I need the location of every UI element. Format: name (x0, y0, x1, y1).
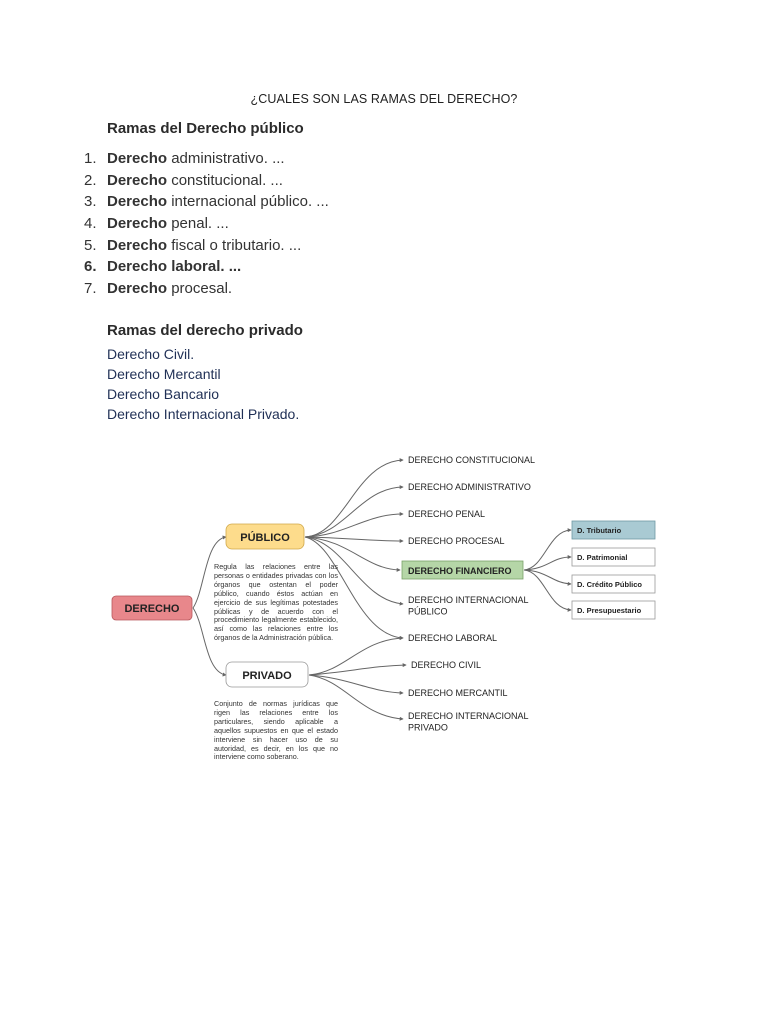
list-item: 5. Derecho fiscal o tributario. ... (84, 235, 329, 257)
item-number: 2. (84, 171, 97, 189)
branch-label: DERECHO ADMINISTRATIVO (408, 482, 531, 492)
item-number: 1. (84, 150, 97, 167)
branch-label: DERECHO LABORAL (408, 633, 497, 643)
item-text: procesal. (167, 280, 233, 298)
private-law-heading: Ramas del derecho privado (107, 322, 303, 339)
item-bold: Derecho (107, 280, 168, 298)
publico-description: Regula las relaciones entre las personas… (214, 562, 338, 643)
item-text: internacional público. ... (167, 193, 329, 211)
branch-label: DERECHO CIVIL (411, 660, 481, 670)
sub-branch-label: D. Presupuestario (577, 606, 642, 615)
law-branches-diagram: DERECHO PÚBLICO PRIVADO DERECHO CONSTITU… (111, 455, 656, 733)
branch-label: DERECHO MERCANTIL (408, 688, 508, 698)
list-item: Derecho Bancario (107, 386, 220, 402)
item-bold: Derecho (107, 215, 168, 233)
branch-label: DERECHO FINANCIERO (408, 566, 512, 576)
financiero-node (401, 560, 524, 580)
branch-label: DERECHO PROCESAL (408, 536, 505, 546)
item-text: fiscal o tributario. ... (167, 236, 302, 254)
branch-label: DERECHO INTERNACIONAL PÚBLICO (408, 595, 531, 617)
list-item: Derecho Civil. (107, 346, 195, 362)
branch-label: DERECHO PENAL (408, 509, 485, 519)
list-item: 4. Derecho penal. ... (84, 213, 329, 235)
connector-lines (192, 458, 572, 721)
branch-label: DERECHO CONSTITUCIONAL (408, 455, 535, 465)
item-number: 5. (84, 236, 97, 254)
privado-description: Conjunto de normas jurídicas que rigen l… (214, 699, 338, 762)
list-item: Derecho Internacional Privado. (107, 406, 300, 422)
item-text: administrativo. ... (167, 150, 285, 167)
branch-label: DERECHO INTERNACIONAL PRIVADO (408, 711, 531, 733)
item-bold: Derecho (107, 236, 168, 254)
list-item: 3. Derecho internacional público. ... (84, 191, 329, 213)
list-item: 6. Derecho laboral. ... (84, 256, 329, 278)
credito-publico-node (571, 574, 656, 594)
sub-branch-label: D. Patrimonial (577, 553, 627, 562)
item-bold: Derecho laboral. ... (107, 258, 242, 276)
item-text: constitucional. ... (167, 171, 283, 189)
root-label: DERECHO (124, 603, 179, 615)
item-bold: Derecho (107, 150, 168, 167)
publico-node (225, 523, 305, 550)
sub-branch-label: D. Tributario (577, 526, 622, 535)
list-item: 7. Derecho procesal. (84, 278, 329, 300)
item-bold: Derecho (107, 193, 168, 211)
public-law-list: 1. Derecho administrativo. ... 2. Derecho … (84, 148, 329, 300)
presupuestario-node (571, 600, 656, 620)
public-law-heading: Ramas del Derecho público (107, 120, 304, 137)
tributario-node (571, 520, 656, 540)
private-law-list: Derecho Civil. Derecho Mercantil Derecho… (107, 344, 299, 424)
patrimonial-node (571, 547, 656, 567)
item-text: penal. ... (167, 215, 229, 233)
item-number: 6. (84, 258, 97, 276)
page-title: ¿CUALES SON LAS RAMAS DEL DERECHO? (250, 92, 518, 106)
publico-label: PÚBLICO (240, 531, 290, 544)
list-item: Derecho Mercantil (107, 366, 221, 382)
item-bold: Derecho (107, 171, 168, 189)
item-number: 4. (84, 215, 97, 233)
root-node (111, 595, 193, 621)
privado-node (225, 661, 309, 688)
list-item: 1. Derecho administrativo. ... (84, 148, 329, 170)
item-number: 7. (84, 280, 97, 298)
privado-label: PRIVADO (242, 670, 292, 682)
list-item: 2. Derecho constitucional. ... (84, 170, 329, 192)
sub-branch-label: D. Crédito Público (577, 580, 642, 589)
item-number: 3. (84, 193, 97, 211)
